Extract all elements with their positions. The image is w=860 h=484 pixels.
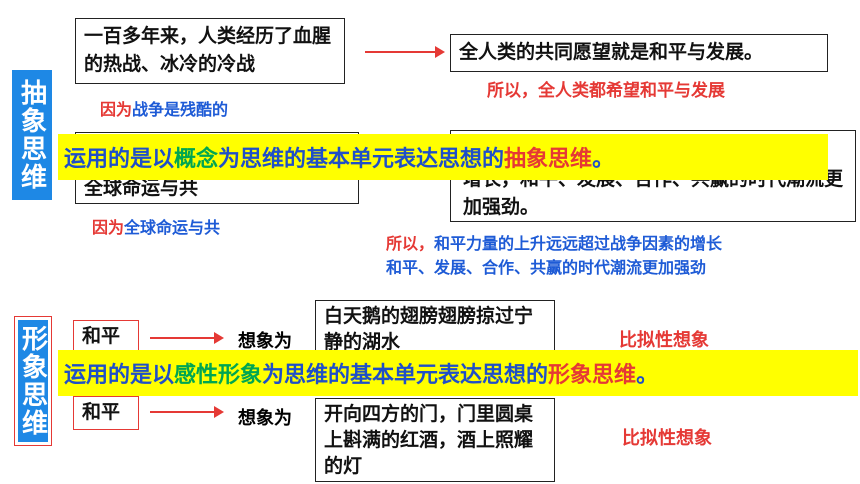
abstract-thinking-banner: 运用的是以概念为思维的基本单元表达思想的抽象思维。: [58, 134, 828, 180]
reason-shared-future: 因为全球命运与共: [92, 218, 221, 237]
term-box-2: 和平: [73, 396, 139, 430]
history-box: 一百多年来，人类经历了血腥的热战、冰冷的冷战: [75, 18, 345, 84]
imagine-verb-1: 想象为: [238, 331, 292, 352]
imagine-verb-2: 想象为: [238, 408, 292, 429]
arrow-2: [150, 332, 224, 344]
side-outline-image: [14, 316, 52, 446]
metaphor-note-1: 比拟性想象: [619, 330, 709, 351]
arrow-1: [365, 46, 445, 58]
side-label-abstract: 抽象思维: [12, 70, 52, 200]
arrow-3: [150, 406, 224, 418]
open-door-box: 开向四方的门，门里圆桌上斟满的红酒，酒上照耀的灯: [315, 398, 555, 482]
peace-force-note: 所以，和平力量的上升远远超过战争因素的增长 和平、发展、合作、共赢的时代潮流更加…: [386, 234, 723, 277]
term-box-1: 和平: [73, 320, 139, 354]
metaphor-note-2: 比拟性想象: [622, 428, 712, 449]
swan-wing-box: 白天鹅的翅膀翅膀掠过宁静的湖水: [315, 300, 555, 356]
wish-note: 所以，全人类都希望和平与发展: [487, 81, 725, 101]
reason-war-cruel: 因为战争是残酷的: [100, 100, 229, 119]
side-label-image: 形象思维: [18, 320, 48, 442]
image-thinking-banner: 运用的是以感性形象为思维的基本单元表达思想的形象思维。: [58, 350, 858, 396]
common-wish-box: 全人类的共同愿望就是和平与发展。: [450, 34, 828, 72]
